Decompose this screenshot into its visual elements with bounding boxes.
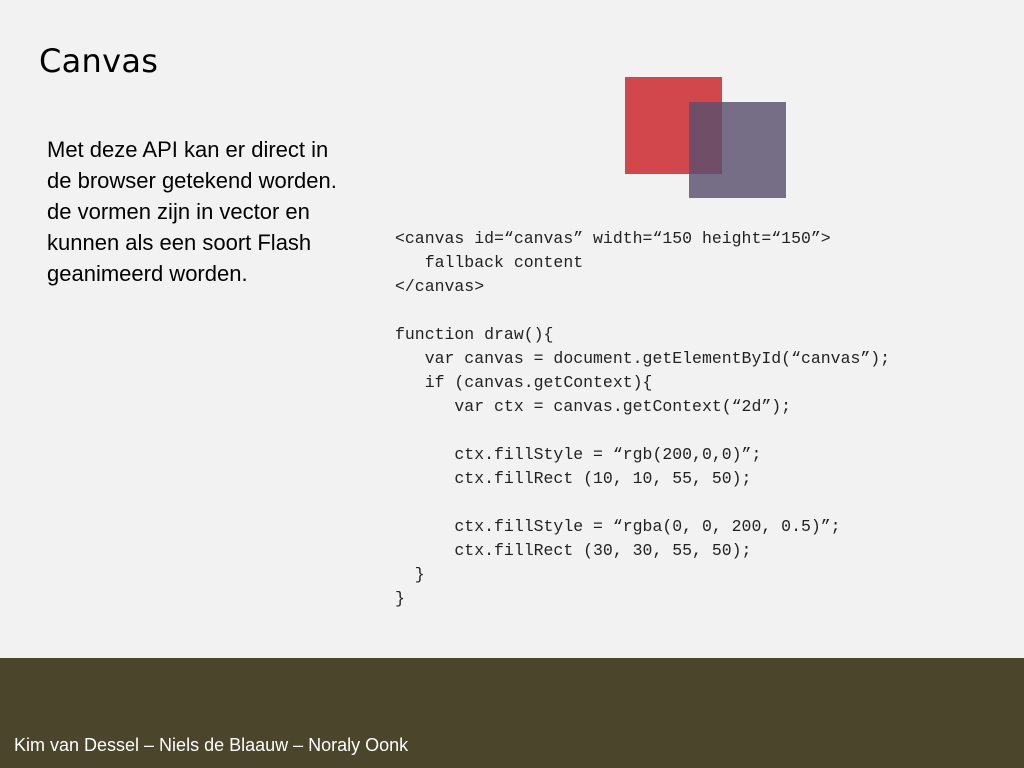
code-line: function draw(){ [395,325,554,344]
code-line: ctx.fillRect (30, 30, 55, 50); [395,541,752,560]
code-line: </canvas> [395,277,485,296]
code-line [395,299,890,323]
code-line: fallback content [395,253,584,272]
code-line: } [395,565,425,584]
code-line: ctx.fillStyle = “rgb(200,0,0)”; [395,445,762,464]
code-line: ctx.fillRect (10, 10, 55, 50); [395,469,752,488]
code-line: } [395,589,405,608]
body-text-line: geanimeerd worden. [47,261,248,286]
body-text-line: kunnen als een soort Flash [47,230,312,255]
purple-square [689,102,786,198]
body-text-line: de vormen zijn in vector en [47,199,310,224]
slide-title: Canvas [39,42,159,80]
code-line: <canvas id=“canvas” width=“150 height=“1… [395,229,831,248]
code-line: var ctx = canvas.getContext(“2d”); [395,397,792,416]
code-line [395,491,890,515]
code-block: <canvas id=“canvas” width=“150 height=“1… [395,227,890,611]
body-text: Met deze API kan er direct in de browser… [47,134,392,289]
body-text-line: de browser getekend worden. [47,168,337,193]
code-line: if (canvas.getContext){ [395,373,653,392]
code-line: ctx.fillStyle = “rgba(0, 0, 200, 0.5)”; [395,517,841,536]
footer-authors: Kim van Dessel – Niels de Blaauw – Noral… [14,735,409,755]
code-line: var canvas = document.getElementById(“ca… [395,349,891,368]
code-line [395,419,890,443]
body-text-line: Met deze API kan er direct in [47,137,329,162]
footer-bar [0,658,1024,768]
